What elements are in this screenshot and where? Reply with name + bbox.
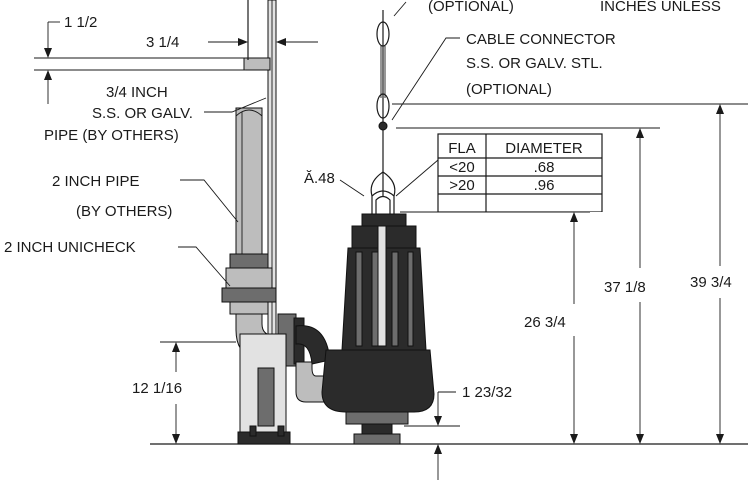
dim-1-23-32-text: 1 23/32	[462, 384, 512, 401]
leader-unicheck	[178, 246, 231, 287]
dim-12-1-16-text: 12 1/16	[132, 380, 182, 397]
dim-3-1-4-text: 3 1/4	[146, 34, 179, 51]
table-header-fla: FLA	[448, 140, 476, 157]
table-row-fla: >20	[449, 177, 474, 194]
dimension-3-1-4: 3 1/4	[146, 34, 318, 51]
inches-unless-label: INCHES UNLESS	[600, 0, 721, 15]
dim-37-1-8-text: 37 1/8	[604, 279, 646, 296]
base-stand	[237, 333, 291, 445]
unicheck-valve	[221, 253, 277, 315]
leader-optional-top	[393, 1, 407, 17]
discharge-pipe	[235, 107, 263, 257]
pipe2-label-line2: (BY OTHERS)	[76, 203, 172, 220]
dim-1-1-2-text: 1 1/2	[64, 14, 97, 31]
dimension-26-3-4: 26 3/4	[524, 212, 578, 444]
dimension-1-1-2: 1 1/2	[34, 14, 246, 104]
grinder-pump	[321, 190, 435, 445]
dimension-37-1-8: 37 1/8	[604, 128, 646, 444]
diameter-note: Ă.48	[304, 170, 335, 187]
cable-connector-line2: S.S. OR GALV. STL.	[466, 55, 603, 72]
pipe34-label-line3: PIPE (BY OTHERS)	[44, 127, 179, 144]
cable-connector-line1: CABLE CONNECTOR	[466, 31, 616, 48]
dimension-39-3-4: 39 3/4	[690, 104, 732, 444]
leader-diameter-right	[395, 159, 439, 197]
leader-cable-connector	[391, 37, 460, 121]
pipe34-label-line2: S.S. OR GALV.	[92, 105, 193, 122]
leader-diameter-left	[339, 179, 365, 197]
leader-pipe34	[204, 97, 267, 113]
unicheck-label: 2 INCH UNICHECK	[4, 239, 136, 256]
pipe2-label-line1: 2 INCH PIPE	[52, 173, 140, 190]
optional-label-top: (OPTIONAL)	[428, 0, 514, 15]
table-header-diameter: DIAMETER	[505, 140, 583, 157]
dim-26-3-4-text: 26 3/4	[524, 314, 566, 331]
table-row-diameter: .68	[534, 159, 555, 176]
cable-connector-line3: (OPTIONAL)	[466, 81, 552, 98]
dimension-1-23-32: 1 23/32	[434, 384, 512, 480]
table-row-diameter: .96	[534, 177, 555, 194]
dim-39-3-4-text: 39 3/4	[690, 274, 732, 291]
dimension-12-1-16: 12 1/16	[132, 342, 182, 444]
fla-diameter-table: FLA DIAMETER <20 .68 >20 .96	[436, 133, 604, 214]
table-row-fla: <20	[449, 159, 474, 176]
upper-rail-bracket	[243, 0, 271, 71]
pipe34-label-line1: 3/4 INCH	[106, 84, 168, 101]
lifting-cable	[370, 10, 396, 197]
leader-pipe2	[180, 179, 239, 223]
